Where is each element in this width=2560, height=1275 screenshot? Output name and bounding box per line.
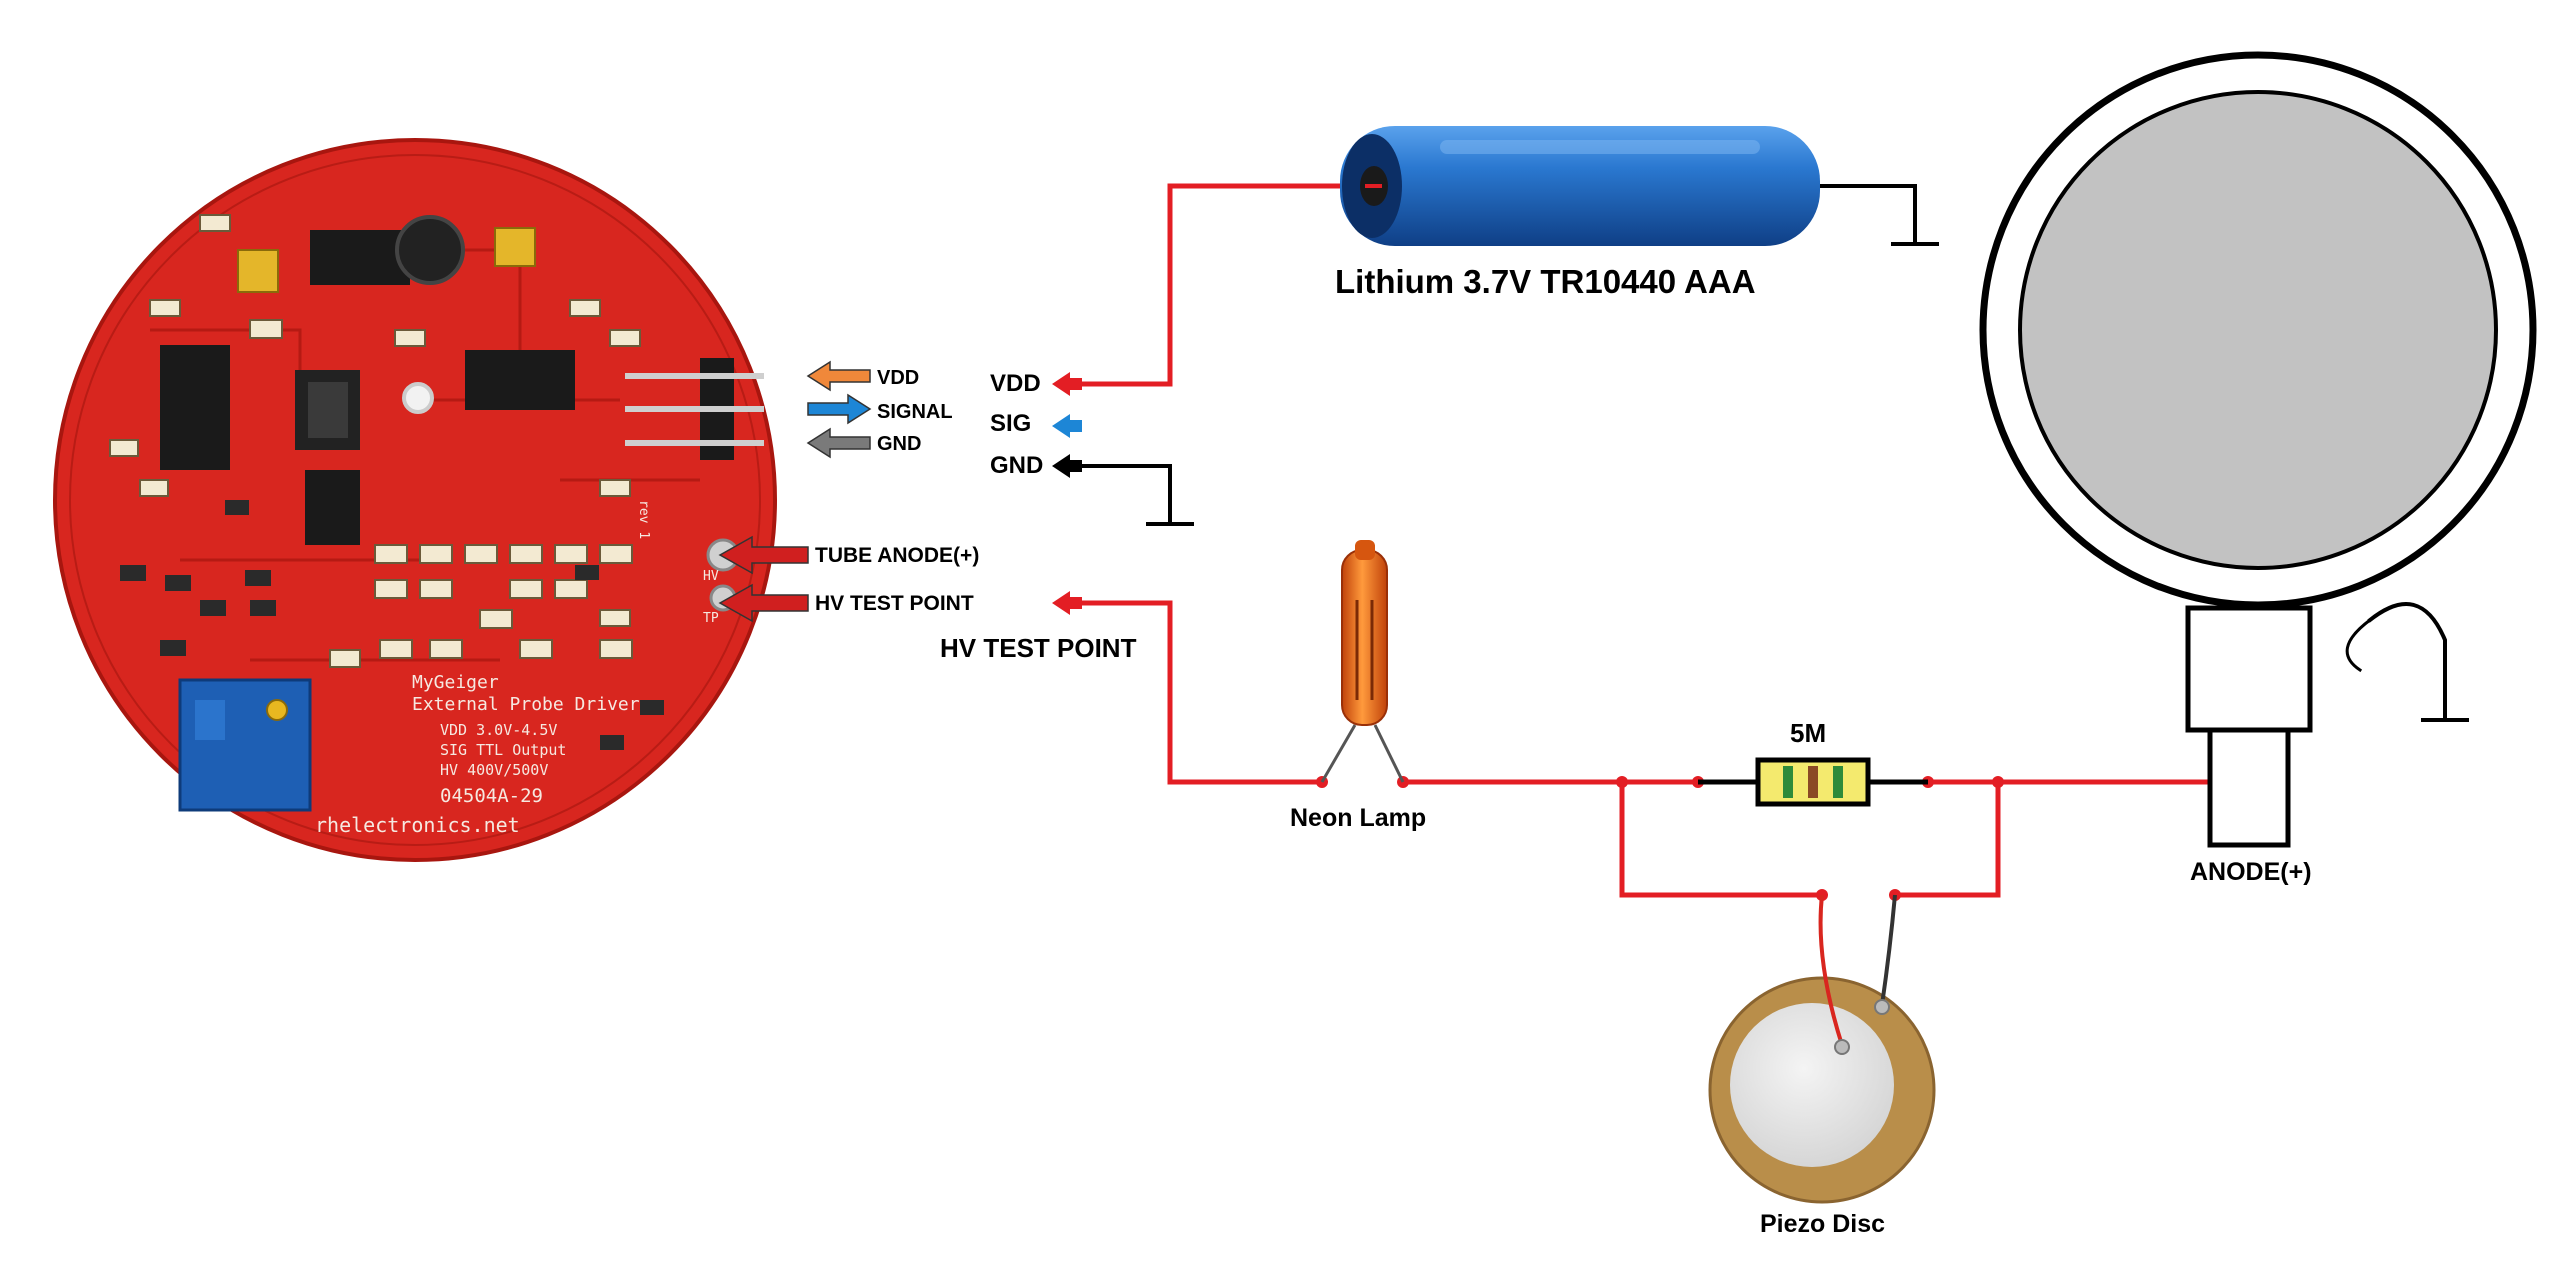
tantalum-cap-2 [494, 227, 536, 267]
pin-label-vdd: VDD [877, 367, 919, 389]
signal-blue-arrow-icon [807, 393, 872, 425]
probe-anode-connector [2207, 727, 2291, 848]
wire-gnd [1080, 464, 1172, 524]
pin-label-hv-test-point: HV TEST POINT [815, 592, 974, 615]
mounting-hole [402, 382, 434, 414]
inductor-round [395, 215, 465, 285]
battery-label: Lithium 3.7V TR10440 AAA [1335, 263, 1756, 300]
probe-window [2018, 90, 2498, 570]
tantalum-cap-1 [237, 249, 279, 293]
vdd-orange-arrow-icon [806, 360, 871, 392]
junction-dots [1316, 776, 2004, 901]
pin-label-arrows: VDD SIGNAL GND TUBE ANODE(+) HV TEST POI… [718, 360, 979, 623]
pcb-pad-hv-label: HV [703, 569, 719, 584]
pin-label-gnd: GND [877, 433, 921, 455]
pcb-edge-trace [69, 154, 761, 846]
probe-neck [2185, 605, 2313, 733]
wire-tube-ground [2367, 602, 2447, 720]
battery-body [1340, 126, 1820, 246]
resistor-band-3 [1833, 766, 1843, 798]
pcb-brand: MyGeiger [412, 672, 499, 693]
trimmer-screw [266, 699, 288, 721]
conn-gnd-arrow-icon [1052, 454, 1082, 478]
battery: Lithium 3.7V TR10440 AAA [1335, 126, 1820, 300]
neon-lamp: Neon Lamp [1290, 540, 1426, 832]
pin-label-tube-anode: TUBE ANODE(+) [815, 544, 979, 567]
pcb-pad-tp-label: TP [703, 611, 719, 626]
ic-chip-left [160, 345, 230, 470]
pin-signal [625, 406, 735, 412]
neon-lamp-lead-right [1373, 724, 1405, 783]
neon-lamp-label: Neon Lamp [1290, 804, 1426, 832]
resistor: 5M [1698, 718, 1928, 807]
wire-hv-lamp [1079, 600, 1325, 785]
smd-components [109, 214, 641, 668]
transistor [305, 470, 360, 545]
wire-piezo-right [1892, 779, 2001, 898]
pin-header [625, 358, 764, 460]
hv-test-point-red-arrow-icon [718, 583, 809, 623]
resistor-label: 5M [1790, 718, 1826, 748]
piezo-label: Piezo Disc [1760, 1210, 1885, 1238]
conn-hv-test-point-arrow-icon [1052, 591, 1082, 615]
pin-gnd [625, 440, 735, 446]
pcb-board: HV TP MyGeiger External Probe Driver VDD… [53, 138, 777, 862]
piezo-ceramic [1730, 1003, 1894, 1167]
conn-label-gnd: GND [990, 452, 1043, 479]
pcb-spec-hv: HV 400V/500V [440, 761, 548, 779]
resistor-band-2 [1808, 766, 1818, 798]
resistor-band-1 [1783, 766, 1793, 798]
wire-piezo-left [1619, 779, 1825, 898]
anode-label: ANODE(+) [2190, 858, 2312, 886]
conn-label-vdd: VDD [990, 370, 1041, 397]
pin-vdd [625, 373, 735, 379]
piezo-wire-red [1818, 894, 1844, 1046]
pcb-product: External Probe Driver [412, 694, 640, 715]
wire-vdd-battery [1079, 183, 1368, 387]
conn-label-hv-test-point: HV TEST POINT [940, 633, 1137, 663]
conn-vdd-arrow-icon [1052, 372, 1082, 396]
neon-lamp-lead-left [1320, 724, 1357, 783]
schematic-connector: VDD SIG GND HV TEST POINT [940, 370, 1137, 663]
pcb-serial: 04504A-29 [440, 785, 543, 807]
ic-chip-right [465, 350, 575, 410]
trimmer-potentiometer [178, 678, 312, 812]
ic-top [310, 230, 410, 285]
pcb-spec-vdd: VDD 3.0V-4.5V [440, 721, 557, 739]
wire-battery-gnd [1813, 184, 1917, 244]
pin-label-signal: SIGNAL [877, 401, 953, 423]
piezo-wire-black [1880, 894, 1897, 1006]
neon-lamp-glass [1341, 549, 1388, 726]
pcb-spec-sig: SIG TTL Output [440, 741, 566, 759]
conn-sig-arrow-icon [1052, 414, 1082, 438]
pcb-rev: rev 1 [636, 500, 651, 539]
gnd-gray-arrow-icon [806, 427, 871, 459]
geiger-tube-probe: ANODE(+) [1979, 51, 2537, 886]
piezo-disc: Piezo Disc [1708, 894, 1936, 1238]
tube-anode-red-arrow-icon [718, 535, 809, 575]
pcb-website: rhelectronics.net [315, 813, 520, 837]
conn-label-sig: SIG [990, 410, 1031, 437]
